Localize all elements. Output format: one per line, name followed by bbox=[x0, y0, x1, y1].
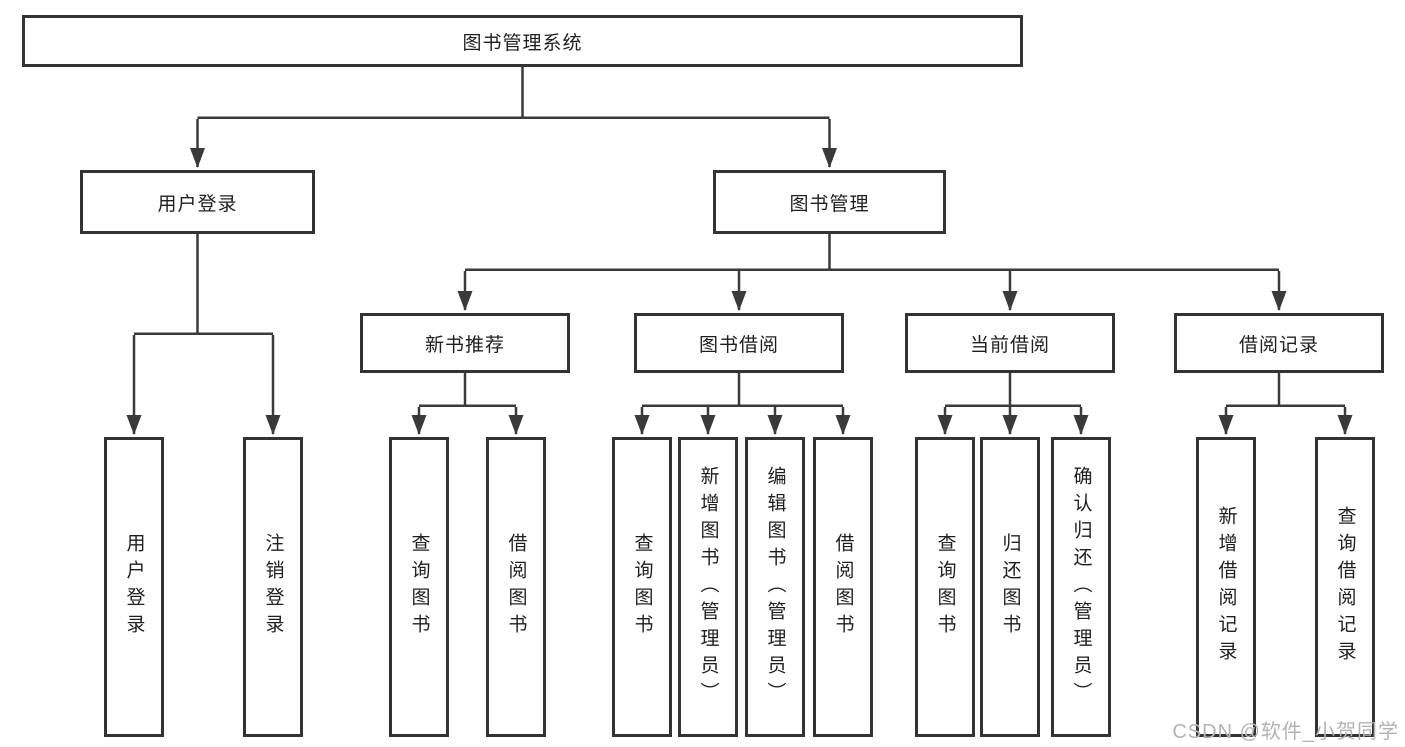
leaf-return-books: 归还图书 bbox=[980, 437, 1040, 737]
leaf-query-books-borrow: 查询图书 bbox=[612, 437, 672, 737]
leaf-return-books-label: 归还图书 bbox=[999, 533, 1021, 641]
node-book-borrow: 图书借阅 bbox=[634, 313, 844, 373]
leaf-logout: 注销登录 bbox=[243, 437, 303, 737]
node-book-borrow-label: 图书借阅 bbox=[698, 334, 779, 356]
leaf-query-books-current-label: 查询图书 bbox=[934, 533, 956, 641]
leaf-confirm-return-admin-label: 确认归还（管理员） bbox=[1070, 465, 1092, 709]
node-current-borrow: 当前借阅 bbox=[905, 313, 1115, 373]
leaf-user-login-label: 用户登录 bbox=[123, 533, 145, 641]
leaf-borrow-books: 借阅图书 bbox=[813, 437, 873, 737]
leaf-borrow-books-label: 借阅图书 bbox=[832, 533, 854, 641]
node-borrow-records: 借阅记录 bbox=[1174, 313, 1384, 373]
leaf-query-books-current: 查询图书 bbox=[915, 437, 975, 737]
node-new-book-recommend-label: 新书推荐 bbox=[424, 334, 505, 356]
leaf-logout-label: 注销登录 bbox=[262, 533, 284, 641]
csdn-watermark: CSDN @软件_小贺同学 bbox=[1172, 721, 1399, 743]
leaf-borrow-books-recommend-label: 借阅图书 bbox=[505, 533, 527, 641]
node-user-login-label: 用户登录 bbox=[157, 193, 238, 215]
leaf-add-books-admin-label: 新增图书（管理员） bbox=[697, 465, 719, 709]
node-borrow-records-label: 借阅记录 bbox=[1238, 334, 1319, 356]
leaf-query-books-borrow-label: 查询图书 bbox=[631, 533, 653, 641]
leaf-borrow-books-recommend: 借阅图书 bbox=[486, 437, 546, 737]
root-node-label: 图书管理系统 bbox=[462, 32, 583, 54]
leaf-query-books-recommend: 查询图书 bbox=[389, 437, 449, 737]
root-node-library-system: 图书管理系统 bbox=[22, 15, 1023, 67]
leaf-query-borrow-record-label: 查询借阅记录 bbox=[1334, 506, 1356, 668]
leaf-query-borrow-record: 查询借阅记录 bbox=[1315, 437, 1375, 737]
node-book-management: 图书管理 bbox=[713, 170, 946, 234]
leaf-add-borrow-record-label: 新增借阅记录 bbox=[1215, 506, 1237, 668]
node-book-management-label: 图书管理 bbox=[789, 193, 870, 215]
leaf-confirm-return-admin: 确认归还（管理员） bbox=[1051, 437, 1111, 737]
leaf-edit-books-admin: 编辑图书（管理员） bbox=[745, 437, 805, 737]
node-current-borrow-label: 当前借阅 bbox=[969, 334, 1050, 356]
node-new-book-recommend: 新书推荐 bbox=[360, 313, 570, 373]
leaf-add-books-admin: 新增图书（管理员） bbox=[678, 437, 738, 737]
leaf-add-borrow-record: 新增借阅记录 bbox=[1196, 437, 1256, 737]
node-user-login: 用户登录 bbox=[80, 170, 315, 234]
leaf-edit-books-admin-label: 编辑图书（管理员） bbox=[764, 465, 786, 709]
leaf-user-login: 用户登录 bbox=[104, 437, 164, 737]
leaf-query-books-recommend-label: 查询图书 bbox=[408, 533, 430, 641]
